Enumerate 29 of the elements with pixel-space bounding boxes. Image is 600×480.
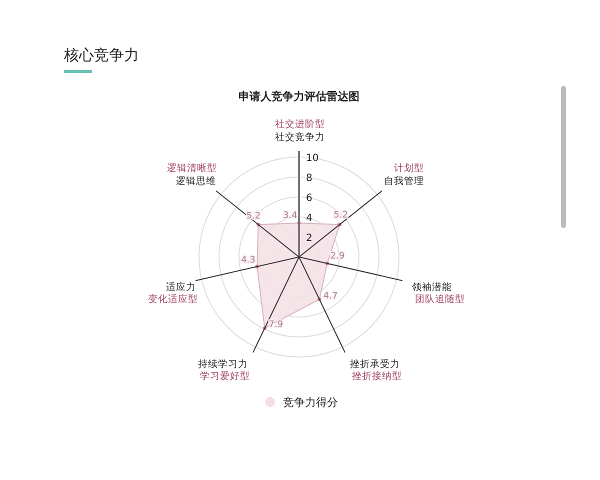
axis-category-label: 自我管理 bbox=[384, 176, 424, 187]
data-label: 5.2 bbox=[334, 210, 348, 221]
data-label: 5.2 bbox=[246, 212, 261, 222]
axis-category-label: 领袖潜能 bbox=[412, 282, 452, 293]
type-label: 变化适应型 bbox=[148, 294, 198, 305]
type-label: 计划型 bbox=[394, 163, 424, 174]
tick-label: 8 bbox=[306, 173, 312, 184]
axis-category-label: 挫折承受力 bbox=[350, 359, 400, 370]
legend-label: 竞争力得分 bbox=[283, 396, 338, 409]
tick-label: 10 bbox=[306, 153, 319, 164]
section-heading: 核心竞争力 bbox=[64, 46, 139, 65]
axis-category-label: 逻辑思维 bbox=[176, 176, 216, 187]
axis-category-label: 持续学习力 bbox=[198, 359, 248, 370]
axis-category-label: 适应力 bbox=[166, 282, 196, 293]
data-label: 4.7 bbox=[323, 291, 338, 302]
chart-title: 申请人竞争力评估雷达图 bbox=[238, 90, 360, 103]
type-label: 社交进阶型 bbox=[275, 119, 325, 130]
type-label: 团队追随型 bbox=[415, 294, 465, 305]
axis-category-label: 社交竞争力 bbox=[275, 132, 325, 143]
tick-label: 2 bbox=[306, 233, 312, 244]
type-label: 挫折接纳型 bbox=[352, 371, 402, 382]
data-label: 4.3 bbox=[241, 256, 256, 266]
type-label: 逻辑清晰型 bbox=[167, 163, 217, 174]
data-label: 7.9 bbox=[268, 320, 284, 330]
data-label: 2.9 bbox=[330, 251, 345, 262]
tick-label: 4 bbox=[306, 213, 312, 224]
type-label: 学习爱好型 bbox=[200, 371, 250, 382]
tick-label: 6 bbox=[306, 193, 312, 204]
data-label: 3.4 bbox=[283, 211, 298, 221]
